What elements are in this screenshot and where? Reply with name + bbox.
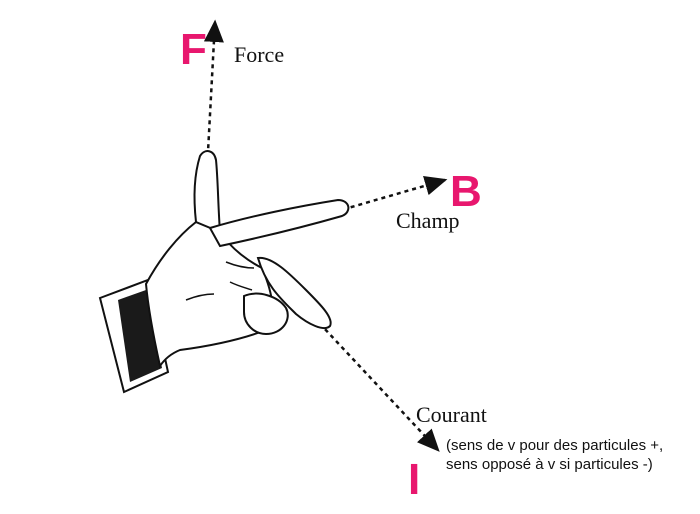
sleeve-shading — [118, 290, 162, 382]
current-note-line2: sens opposé à v si particules -) — [446, 456, 653, 473]
curled-fingers — [243, 292, 289, 336]
field-label: Champ — [396, 208, 460, 233]
thumb — [193, 150, 222, 234]
knuckle-lines — [185, 261, 255, 301]
force-letter: F — [180, 25, 207, 74]
current-label: Courant — [416, 402, 487, 427]
current-letter: I — [408, 455, 421, 504]
middle-finger — [256, 256, 332, 330]
field-letter: B — [450, 167, 482, 216]
field-arrow — [219, 175, 448, 247]
index-finger — [208, 198, 350, 248]
current-note-line1: (sens de v pour des particules +, — [446, 437, 664, 454]
force-label: Force — [234, 42, 285, 67]
